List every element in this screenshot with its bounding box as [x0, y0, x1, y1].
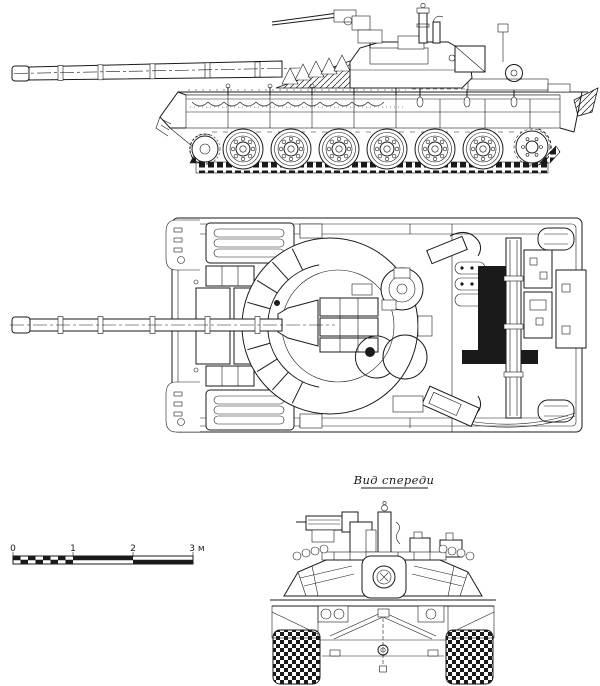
- turret-front: [283, 501, 483, 599]
- scale-tick-label-2: 2: [130, 544, 136, 554]
- top-view-drawing: [10, 217, 587, 433]
- scale-bar: 0 1 2 3 м: [10, 544, 205, 565]
- idler-wheel: [189, 133, 221, 165]
- svg-text:Вид спереди: Вид спереди: [353, 473, 435, 487]
- front-view-caption: Вид спереди: [353, 473, 435, 489]
- turret-top: [241, 235, 480, 428]
- front-view-drawing: [270, 501, 496, 685]
- turret-side: [271, 2, 509, 89]
- scale-tick-label-3: 3 м: [189, 544, 204, 554]
- drive-sprocket: [513, 128, 551, 166]
- side-view-drawing: [11, 2, 599, 174]
- track-front-left: [272, 629, 321, 685]
- scale-tick-label-1: 1: [70, 544, 76, 554]
- scale-tick-label-0: 0: [10, 544, 16, 554]
- hull-front: [270, 599, 496, 673]
- track-front-right: [445, 629, 494, 685]
- gun-barrel-top: [10, 316, 335, 334]
- hull-side: [155, 64, 599, 147]
- engine-deck: [449, 227, 587, 428]
- gun-barrel-side: [11, 60, 301, 82]
